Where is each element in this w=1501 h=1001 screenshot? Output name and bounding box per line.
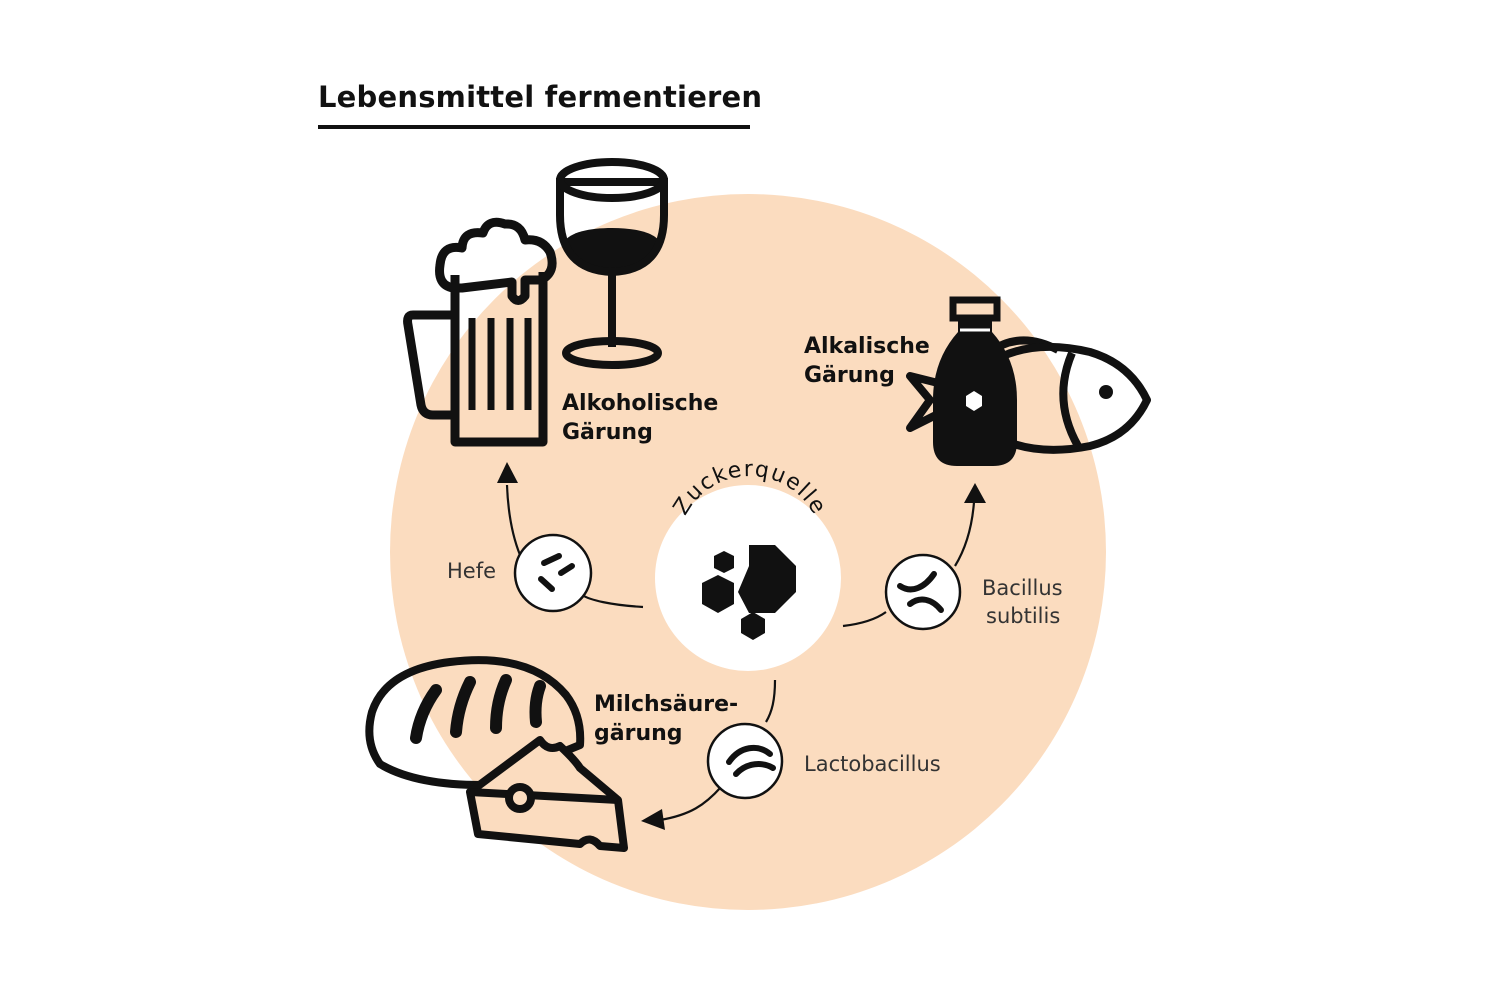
- arrowhead-alkoholisch: [497, 462, 518, 483]
- page-title: Lebensmittel fermentieren: [318, 80, 763, 114]
- connector-lacto: [765, 679, 777, 723]
- connector-hefe-arrow: [505, 484, 522, 556]
- bacillus-icon: [897, 571, 944, 613]
- bread-icon: [365, 656, 585, 789]
- process-alkalisch-line2: Gärung: [804, 363, 895, 388]
- connector-bacillus: [842, 611, 887, 628]
- fish-icon: [906, 336, 1151, 454]
- beer-mug-icon: [403, 217, 557, 447]
- title-underline: [318, 125, 750, 129]
- microbe-bacillus-line1: Bacillus: [982, 576, 1063, 600]
- process-alkoholisch-line2: Gärung: [562, 420, 653, 445]
- cheese-icon: [466, 736, 628, 852]
- connector-bacillus-arrow: [954, 501, 976, 567]
- process-alkoholisch-line1: Alkoholische: [562, 391, 719, 416]
- microbe-bacillus: [884, 553, 962, 631]
- soy-sauce-bottle-icon: [933, 296, 1017, 466]
- sugar-crystals-icon: [702, 545, 796, 640]
- microbe-bacillus-line2: subtilis: [986, 604, 1061, 628]
- wine-glass-icon: [556, 158, 668, 369]
- microbe-label-hefe: Hefe: [447, 559, 497, 583]
- arrowhead-alkalisch: [964, 483, 986, 503]
- microbe-label-bacillus: Bacillus subtilis: [982, 574, 1063, 630]
- process-milchsaeure-line1: Milchsäure-: [594, 692, 739, 717]
- yeast-cells-icon: [538, 553, 575, 592]
- process-milchsaeure-line2: gärung: [594, 721, 683, 746]
- connector-lacto-arrow: [659, 786, 722, 822]
- arrowheads: [497, 462, 986, 830]
- arrowhead-milchsaeure: [641, 809, 665, 830]
- microbe-hefe: [513, 533, 593, 613]
- process-alkalisch-line1: Alkalische: [804, 334, 930, 359]
- microbe-lactobacillus: [706, 722, 784, 800]
- microbe-label-lactobacillus: Lactobacillus: [804, 752, 941, 776]
- fish-eye: [1099, 385, 1113, 399]
- process-label-milchsaeure: Milchsäure- gärung: [594, 690, 738, 748]
- process-label-alkalisch: Alkalische Gärung: [804, 332, 930, 390]
- lactobacillus-icon: [726, 744, 776, 777]
- process-label-alkoholisch: Alkoholische Gärung: [562, 389, 718, 447]
